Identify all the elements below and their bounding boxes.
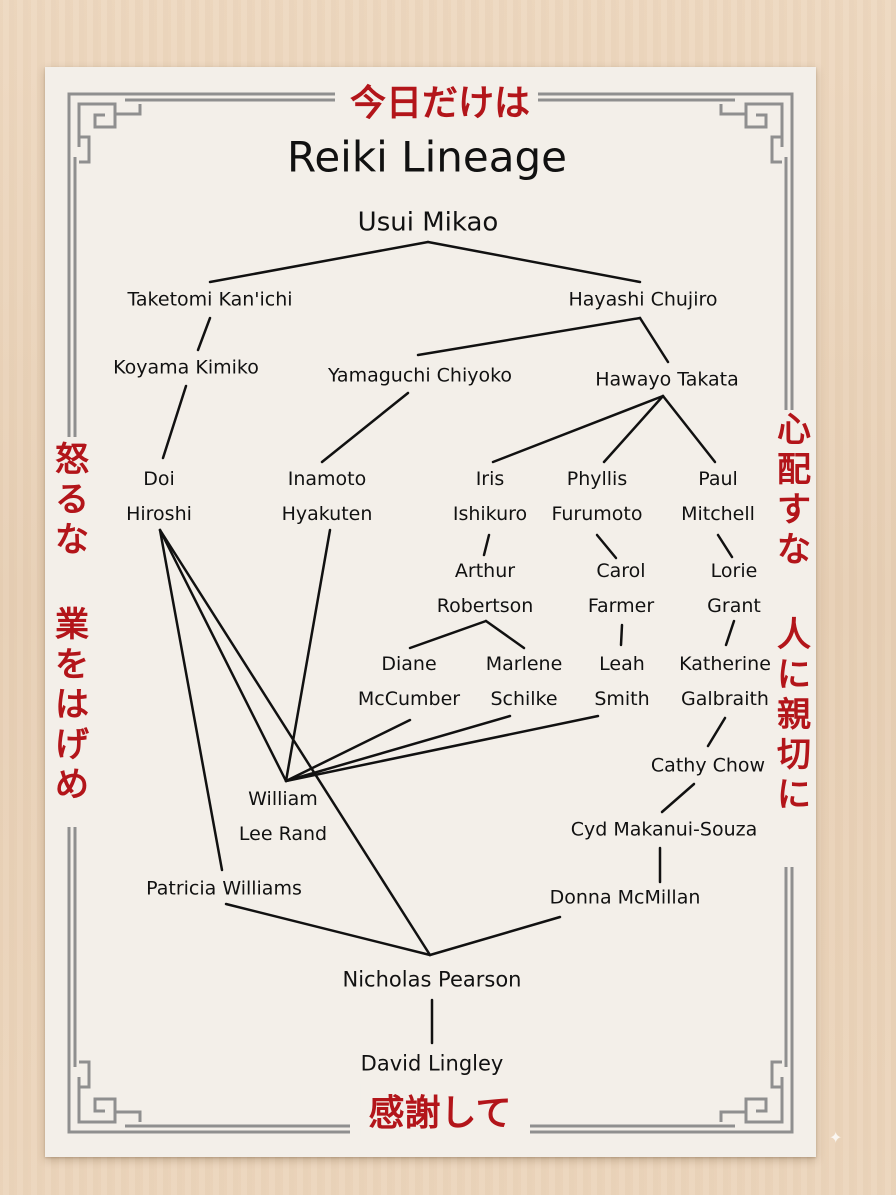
left-vertical-text-1: 怒るな: [52, 440, 92, 560]
node-taketomi: Taketomi Kan'ichi: [127, 288, 293, 311]
right-vertical-text-2: 人に親切に: [774, 615, 814, 815]
decorative-frame: [67, 92, 794, 1134]
header-japanese: 今日だけは: [341, 74, 539, 126]
sparkle-icon: ✦: [829, 1128, 843, 1147]
left-vertical-text-2: 業をはげめ: [52, 605, 92, 805]
node-nicholas: Nicholas Pearson: [342, 967, 522, 992]
node-patricia: Patricia Williams: [146, 877, 302, 900]
node-david: David Lingley: [360, 1051, 504, 1076]
node-takata: Hawayo Takata: [595, 368, 739, 391]
node-koyama: Koyama Kimiko: [113, 356, 259, 379]
node-cathy: Cathy Chow: [650, 754, 766, 777]
node-cyd: Cyd Makanui-Souza: [570, 818, 758, 841]
node-donna: Donna McMillan: [549, 886, 701, 909]
footer-japanese: 感謝して: [360, 1084, 520, 1136]
node-hayashi: Hayashi Chujiro: [568, 288, 718, 311]
right-vertical-text-1: 心配すな: [774, 410, 814, 570]
node-usui-mikao: Usui Mikao: [357, 207, 499, 238]
poster: [45, 67, 816, 1157]
page-title: Reiki Lineage: [287, 132, 567, 182]
node-yamaguchi: Yamaguchi Chiyoko: [327, 364, 513, 387]
